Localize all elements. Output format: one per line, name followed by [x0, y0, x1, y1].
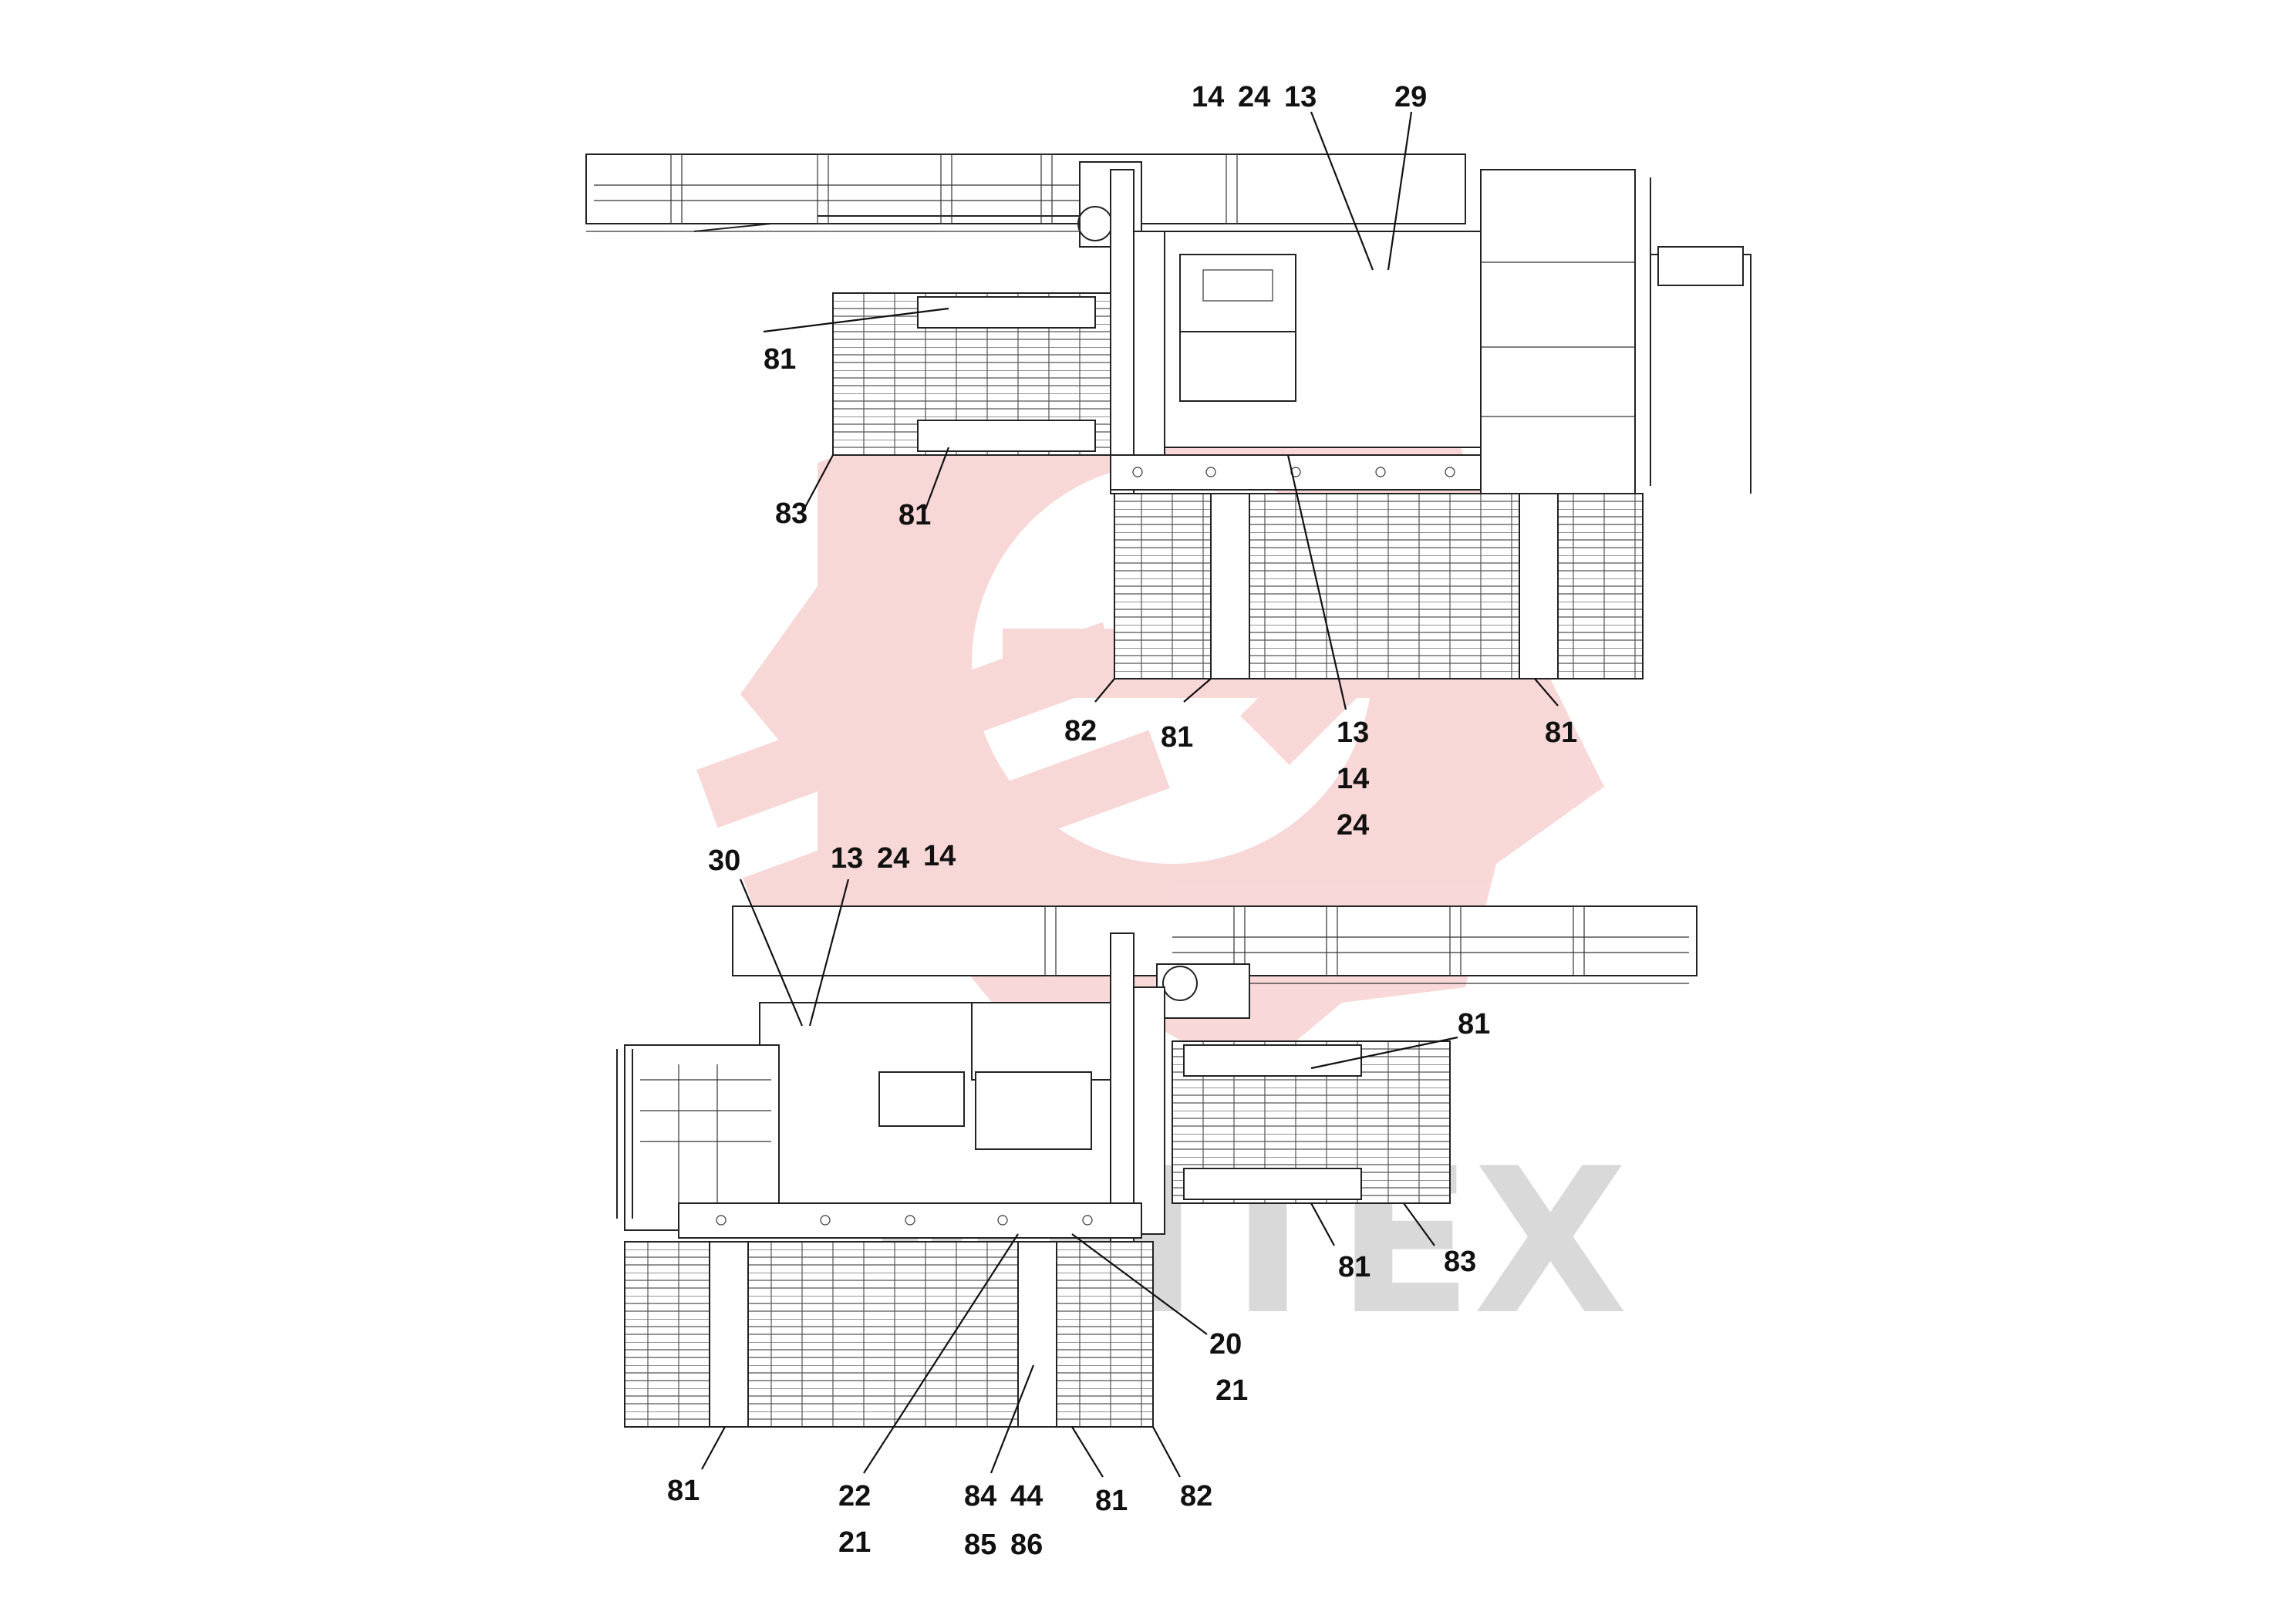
- callout-85: 85: [964, 1529, 996, 1561]
- upper-bottom-grating: [1114, 493, 1644, 679]
- callout-44: 44: [1010, 1480, 1043, 1512]
- callout-14: 14: [923, 840, 956, 872]
- upper-top-beam: [585, 153, 1466, 224]
- callout-24: 24: [877, 842, 909, 875]
- lower-callouts: 30 13 24 14 81 81 83 20 21 81 22 21 84 4…: [667, 840, 1490, 1561]
- callout-84: 84: [964, 1480, 996, 1512]
- callout-81: 81: [667, 1475, 700, 1507]
- lower-left-equipment: [624, 1044, 780, 1231]
- callout-22: 22: [838, 1480, 871, 1512]
- callout-14: 14: [1337, 763, 1369, 795]
- lower-bottom-grating: [624, 1241, 1154, 1428]
- upper-right-column: [1480, 169, 1636, 494]
- callout-14: 14: [1192, 81, 1224, 113]
- callout-82: 82: [1064, 715, 1097, 747]
- lower-leader-lines: [701, 878, 1458, 1478]
- upper-leader-lines: [763, 111, 1559, 710]
- callout-24: 24: [1238, 81, 1270, 113]
- callout-83: 83: [775, 497, 807, 530]
- callout-83: 83: [1444, 1246, 1476, 1278]
- lower-view: [616, 905, 1698, 1428]
- callout-20: 20: [1209, 1328, 1242, 1361]
- callout-21: 21: [1215, 1374, 1248, 1407]
- callout-13: 13: [1337, 717, 1369, 749]
- callout-30: 30: [708, 845, 740, 877]
- callout-81: 81: [1161, 721, 1193, 754]
- callout-13: 13: [831, 842, 863, 875]
- upper-callouts: 14 24 13 29 81 83 81 82 81 13 14 24 81: [764, 81, 1577, 841]
- callout-24: 24: [1337, 809, 1369, 841]
- callout-81: 81: [764, 343, 796, 376]
- callout-21: 21: [838, 1526, 871, 1559]
- callout-81: 81: [899, 499, 931, 531]
- callout-82: 82: [1180, 1480, 1212, 1512]
- callout-81: 81: [1095, 1485, 1128, 1517]
- callout-81: 81: [1338, 1251, 1371, 1283]
- upper-view: [585, 153, 1752, 679]
- callout-13: 13: [1284, 81, 1317, 113]
- callout-81: 81: [1545, 717, 1577, 749]
- callout-29: 29: [1394, 81, 1427, 113]
- callout-81: 81: [1458, 1008, 1490, 1040]
- callout-86: 86: [1010, 1529, 1043, 1561]
